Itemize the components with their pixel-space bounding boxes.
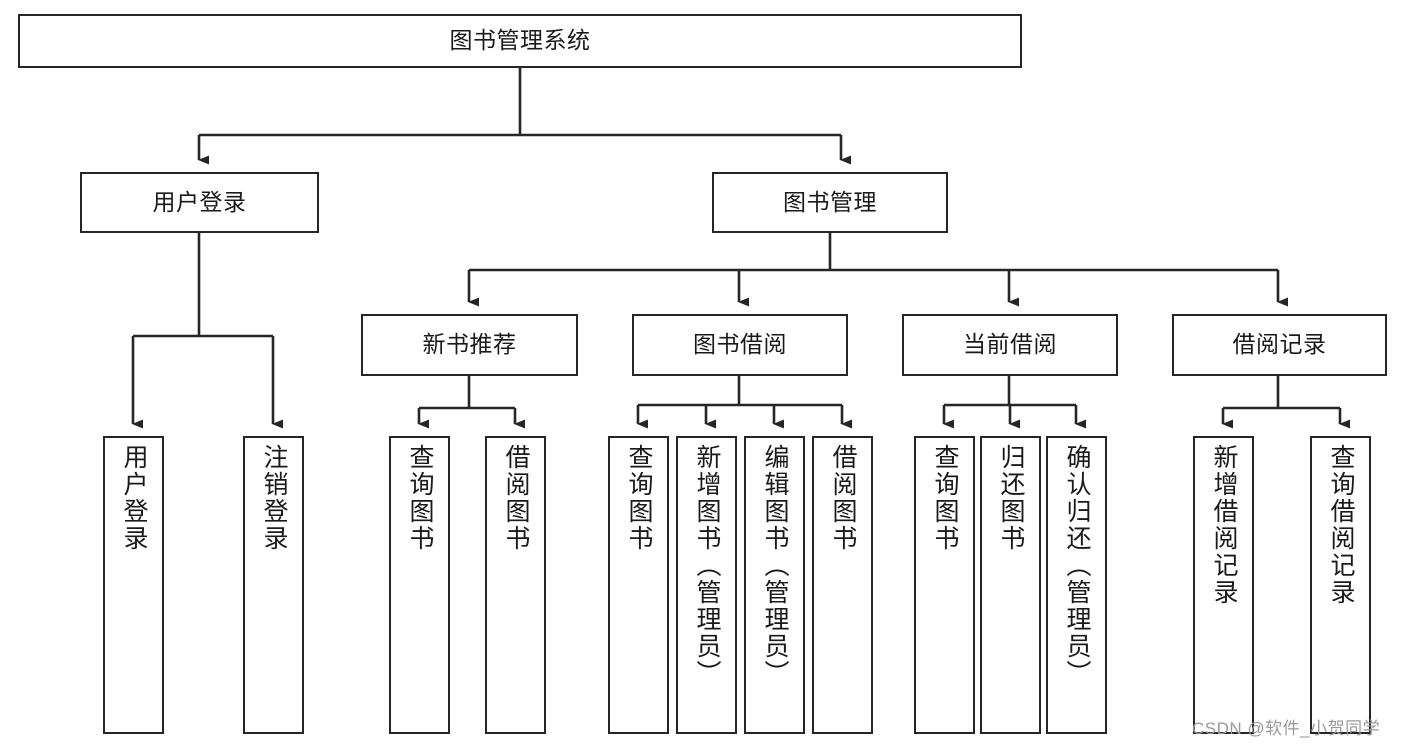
node-book-borrow-label: 图书借阅 [693,331,787,358]
node-leaf-return-book-label: 归还图书 [997,444,1025,552]
node-leaf-user-login[interactable]: 用户登录 [103,436,164,734]
node-leaf-user-login-label: 用户登录 [120,444,148,552]
node-leaf-borrow-book-1[interactable]: 借阅图书 [485,436,546,734]
node-leaf-borrow-book-2-label: 借阅图书 [829,444,857,552]
node-leaf-borrow-book-1-label: 借阅图书 [502,444,530,552]
node-leaf-query-book-3-label: 查询图书 [931,444,959,552]
node-leaf-query-book-1-label: 查询图书 [406,444,434,552]
node-leaf-add-borrow-record-label: 新增借阅记录 [1210,444,1238,606]
node-leaf-query-book-1[interactable]: 查询图书 [389,436,450,734]
node-leaf-borrow-book-2[interactable]: 借阅图书 [812,436,873,734]
node-leaf-confirm-return-admin[interactable]: 确认归还（管理员） [1046,436,1107,734]
node-new-book-recommend-label: 新书推荐 [422,331,517,358]
node-user-login-label: 用户登录 [152,188,247,215]
node-leaf-edit-book-admin[interactable]: 编辑图书（管理员） [744,436,805,734]
node-borrow-record-label: 借阅记录 [1232,331,1327,358]
node-leaf-query-borrow-record-label: 查询借阅记录 [1327,444,1355,606]
node-leaf-return-book[interactable]: 归还图书 [980,436,1041,734]
node-new-book-recommend[interactable]: 新书推荐 [361,314,578,376]
node-borrow-record[interactable]: 借阅记录 [1172,314,1387,376]
node-book-management[interactable]: 图书管理 [712,172,948,233]
node-book-borrow[interactable]: 图书借阅 [632,314,848,376]
node-user-login[interactable]: 用户登录 [80,172,319,233]
node-leaf-query-book-3[interactable]: 查询图书 [914,436,975,734]
node-current-borrow[interactable]: 当前借阅 [902,314,1118,376]
node-leaf-query-book-2-label: 查询图书 [625,444,653,552]
node-current-borrow-label: 当前借阅 [963,331,1057,358]
node-leaf-add-book-admin-label: 新增图书（管理员） [693,444,721,687]
node-root[interactable]: 图书管理系统 [18,14,1022,68]
node-leaf-add-book-admin[interactable]: 新增图书（管理员） [676,436,737,734]
csdn-watermark: CSDN @软件_小贺同学 [1192,719,1381,738]
node-leaf-query-borrow-record[interactable]: 查询借阅记录 [1310,436,1371,734]
node-leaf-edit-book-admin-label: 编辑图书（管理员） [761,444,789,687]
node-book-management-label: 图书管理 [783,188,877,215]
node-leaf-add-borrow-record[interactable]: 新增借阅记录 [1193,436,1254,734]
node-leaf-logout-login[interactable]: 注销登录 [243,436,304,734]
node-leaf-query-book-2[interactable]: 查询图书 [608,436,669,734]
node-root-label: 图书管理系统 [449,27,591,54]
node-leaf-logout-login-label: 注销登录 [260,444,288,552]
node-leaf-confirm-return-admin-label: 确认归还（管理员） [1063,444,1091,687]
